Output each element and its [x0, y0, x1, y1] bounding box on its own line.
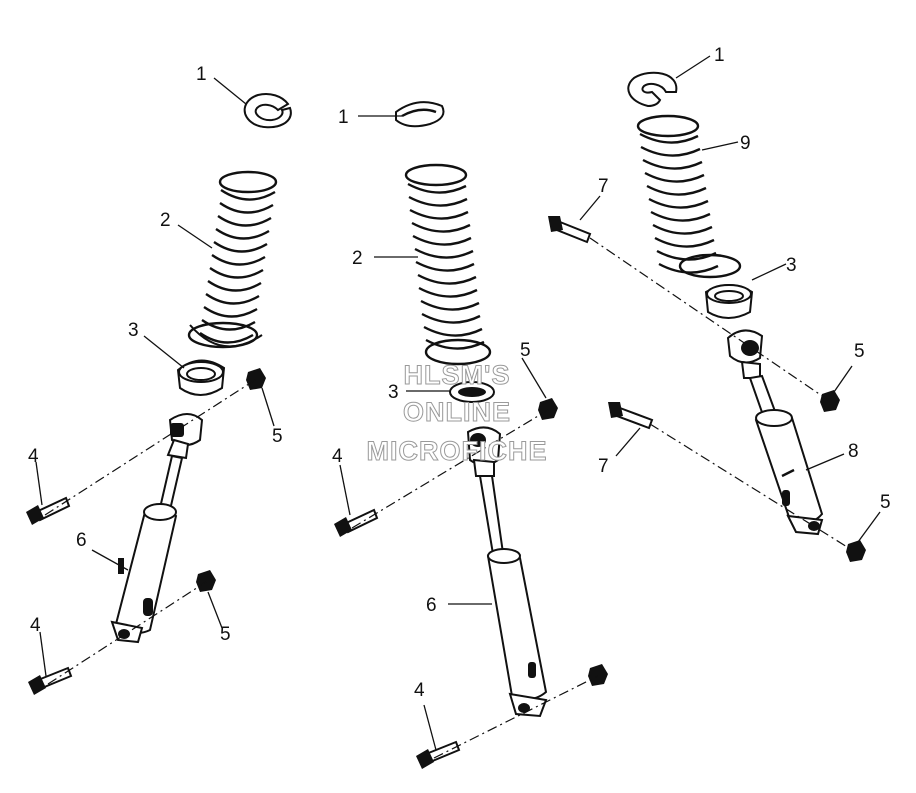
left-lower-nut [196, 570, 216, 592]
center-spring-seat [449, 381, 495, 403]
callout-3-left: 3 [128, 320, 139, 341]
center-upper-mount-axis [351, 409, 549, 529]
callout-5-right-lower: 5 [880, 492, 891, 513]
center-lower-bolt [416, 740, 461, 769]
right-upper-nut [820, 390, 840, 412]
callout-4-center-lower: 4 [414, 680, 425, 701]
callout-5-left-lower: 5 [220, 624, 231, 645]
left-coil-spring [187, 170, 278, 349]
callout-2-left: 2 [160, 210, 171, 231]
center-upper-nut [538, 398, 558, 420]
left-upper-mount-axis [44, 379, 256, 516]
callout-4-left-upper: 4 [28, 446, 39, 467]
left-upper-nut [246, 368, 266, 390]
callout-6-center: 6 [426, 595, 437, 616]
right-lower-mount-axis [649, 423, 853, 551]
callout-9: 9 [740, 133, 751, 154]
callout-7-lower: 7 [598, 456, 609, 477]
center-lower-nut [588, 664, 608, 686]
right-lower-nut [846, 540, 866, 562]
right-coil-spring [636, 114, 742, 279]
left-lower-mount-axis [47, 581, 207, 685]
right-rear-shock-absorber [726, 329, 824, 536]
callout-1-center: 1 [338, 107, 349, 128]
left-shock-absorber [110, 413, 204, 644]
center-upper-bolt [334, 508, 379, 537]
right-upper-bolt [548, 216, 592, 244]
callout-4-center-upper: 4 [332, 446, 343, 467]
watermark-line-3: MICROFICHE [367, 436, 548, 466]
callout-1-right: 1 [714, 45, 725, 66]
left-spring-retainer [243, 93, 292, 129]
center-shock-absorber [466, 426, 548, 718]
right-spring-retainer [627, 71, 678, 108]
left-spring-seat [176, 359, 226, 396]
callout-5-right-upper: 5 [854, 341, 865, 362]
left-shock-assembly [26, 93, 292, 695]
callout-4-left-lower: 4 [30, 615, 41, 636]
watermark-line-1: HLSM'S [404, 360, 511, 390]
callout-6-left: 6 [76, 530, 87, 551]
callout-3-right: 3 [786, 255, 797, 276]
callout-7-upper: 7 [598, 176, 609, 197]
watermark-line-2: ONLINE [403, 397, 511, 427]
center-shock-assembly [334, 101, 608, 769]
left-upper-bolt [26, 496, 71, 525]
right-spring-seat [704, 284, 754, 319]
watermark: HLSM'S ONLINE MICROFICHE [366, 360, 548, 467]
callout-8: 8 [848, 441, 859, 462]
callout-1-left: 1 [196, 64, 207, 85]
callout-labels: 1 1 1 2 2 3 3 3 4 4 4 4 5 5 5 5 5 6 6 7 … [28, 45, 891, 701]
leader-lines [35, 55, 881, 751]
center-coil-spring [404, 163, 492, 366]
right-upper-mount-axis [589, 237, 829, 401]
callout-5-left-upper: 5 [272, 426, 283, 447]
callout-3-center: 3 [388, 382, 399, 403]
center-spring-retainer [395, 101, 445, 128]
right-shock-assembly [548, 71, 866, 562]
callout-5-center: 5 [520, 340, 531, 361]
right-lower-bolt [608, 402, 654, 430]
left-lower-bolt [28, 666, 73, 695]
callout-2-center: 2 [352, 248, 363, 269]
